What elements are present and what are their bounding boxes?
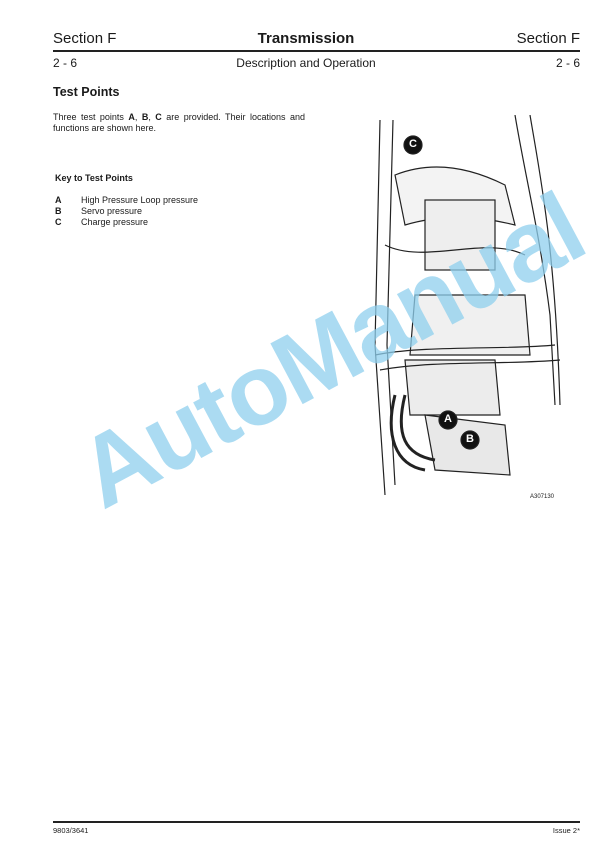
key-title: Key to Test Points bbox=[55, 173, 133, 183]
callout-b: B bbox=[466, 433, 474, 445]
issue-label: Issue 2* bbox=[552, 826, 580, 835]
key-item-c: C Charge pressure bbox=[55, 217, 148, 227]
section-heading: Test Points bbox=[53, 85, 120, 99]
key-label: Servo pressure bbox=[81, 206, 143, 216]
callout-c: C bbox=[409, 138, 417, 150]
section-label-left: Section F bbox=[53, 30, 117, 47]
key-letter: A bbox=[55, 195, 62, 205]
key-letter: B bbox=[55, 206, 62, 216]
intro-sep: , bbox=[134, 112, 142, 122]
key-label: Charge pressure bbox=[81, 217, 149, 227]
key-letter: C bbox=[55, 217, 62, 227]
key-item-a: A High Pressure Loop pressure bbox=[55, 195, 198, 205]
document-number: 9803/3641 bbox=[53, 826, 89, 835]
key-item-b: B Servo pressure bbox=[55, 206, 142, 216]
intro-letter-b: B bbox=[141, 112, 149, 122]
intro-letter-a: A bbox=[128, 112, 135, 122]
page-number-left: 2 - 6 bbox=[53, 56, 78, 70]
intro-text: Three test points bbox=[53, 112, 129, 122]
page-title: Transmission bbox=[257, 30, 355, 47]
footer-rule bbox=[53, 821, 580, 823]
callout-a: A bbox=[444, 413, 452, 425]
transmission-illustration bbox=[374, 115, 561, 495]
intro-text: are provided. Their locations and functi… bbox=[53, 112, 305, 133]
intro-paragraph: Three test points A, B, C are provided. … bbox=[53, 112, 305, 134]
page-subtitle: Description and Operation bbox=[236, 56, 376, 70]
header-rule bbox=[53, 50, 580, 52]
intro-sep: , bbox=[148, 112, 156, 122]
figure-reference: A307130 bbox=[530, 494, 555, 500]
section-label-right: Section F bbox=[516, 30, 580, 47]
page-number-right: 2 - 6 bbox=[555, 56, 580, 70]
intro-letter-c: C bbox=[155, 112, 162, 122]
key-label: High Pressure Loop pressure bbox=[81, 195, 199, 205]
